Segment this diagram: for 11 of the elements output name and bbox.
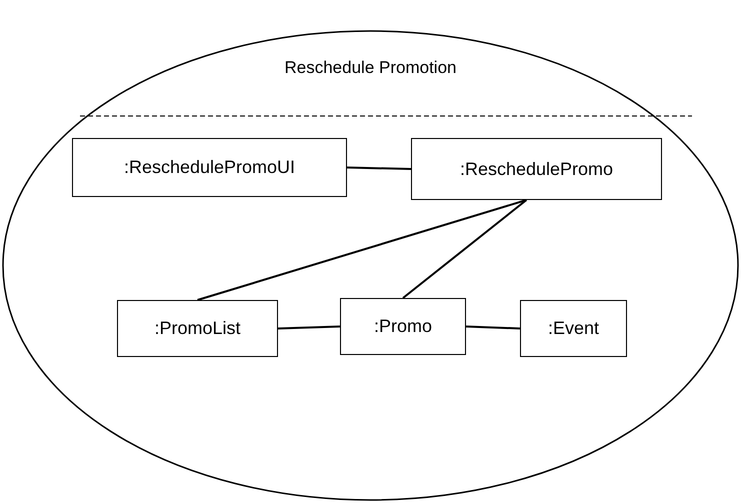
object-box: :Promo	[340, 298, 466, 355]
connector-line	[278, 326, 340, 330]
object-box: :ReschedulePromo	[411, 138, 662, 200]
object-box: :Event	[520, 300, 627, 357]
object-box: :ReschedulePromoUI	[72, 138, 347, 197]
connector-line	[402, 199, 528, 299]
connector-line	[197, 199, 527, 301]
connector-line	[346, 166, 412, 170]
connector-line	[466, 326, 520, 330]
object-box: :PromoList	[117, 300, 278, 357]
ellipse-title: Reschedule Promotion	[284, 58, 456, 77]
